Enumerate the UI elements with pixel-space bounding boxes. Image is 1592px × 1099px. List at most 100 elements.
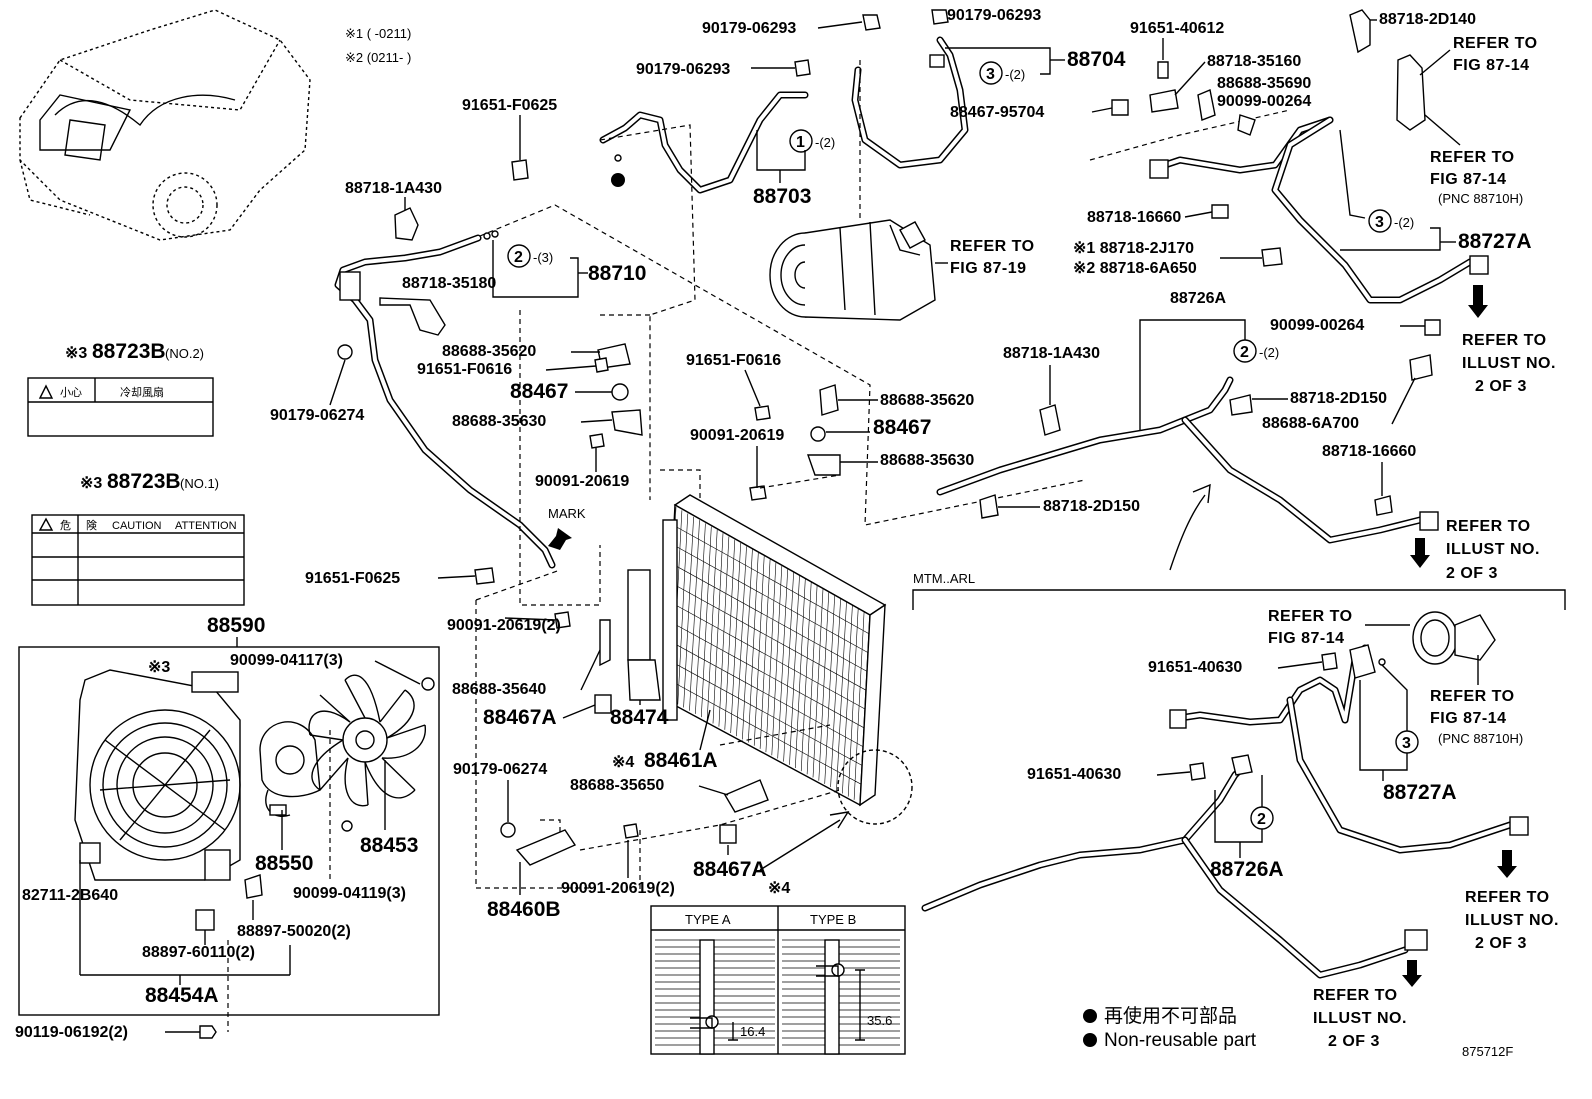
refer-fig-87-19-line2: FIG 87-19: [950, 260, 1027, 277]
hose-88704: [851, 36, 969, 169]
bracket-88688-35690-shape: [1197, 89, 1216, 121]
part-90179-06274-b: 90179-06274: [453, 761, 547, 778]
non-reusable-dot-icon-2: [1083, 1033, 1097, 1047]
part-88467a-a: 88467A: [483, 706, 557, 729]
part-90099-04119: 90099-04119(3): [293, 885, 406, 902]
assembly-dash-5: [540, 789, 841, 890]
pipe-88726a-lower: [921, 761, 1428, 979]
note-1: ※1 ( -0211): [345, 26, 411, 41]
part-88723b-no1-suffix: (NO.1): [180, 476, 219, 491]
mark-arrow-icon: [548, 528, 572, 550]
label-caution-jp-2: 冷却風扇: [120, 385, 164, 399]
part-88718-2d150-b: 88718-2D150: [1043, 498, 1140, 515]
refer-illust-b-line3: 2 OF 3: [1446, 565, 1498, 582]
mark-label: MARK: [548, 506, 586, 521]
bracket-88688-35630-b-shape: [807, 454, 841, 476]
part-90179-06293-b: 90179-06293: [947, 7, 1041, 24]
bolt-90099-04117: [421, 677, 435, 691]
bolt-90099-04119: [341, 820, 353, 832]
dim-16-4: 16.4: [740, 1024, 765, 1039]
bolt-90099-00264-a: [1237, 114, 1256, 136]
circle-marker-2b: [1233, 339, 1257, 363]
refer-illust-d-line3: 2 OF 3: [1328, 1033, 1380, 1050]
circle-2c-text: 2: [1257, 811, 1266, 828]
bracket-88688-6a700-shape: [1409, 354, 1433, 381]
part-88550: 88550: [255, 852, 313, 875]
qty-3: -(3): [533, 250, 553, 265]
mark-4-a: ※4: [612, 754, 634, 771]
assembly-dash-6: [660, 469, 831, 746]
part-88723b-no1: 88723B: [107, 470, 181, 493]
part-91651-f0625-a: 91651-F0625: [462, 97, 557, 114]
part-88460b: 88460B: [487, 898, 561, 921]
detail-callout-circle: [837, 749, 913, 825]
part-90091-20619-a: 90091-20619: [535, 473, 629, 490]
part-88688-35620-a: 88688-35620: [442, 343, 536, 360]
fan-motor: [259, 721, 321, 817]
pipe-88727a-lower: [1169, 644, 1529, 854]
part-88688-35630-a: 88688-35630: [452, 413, 546, 430]
bracket-88688-35630-a-shape: [611, 409, 643, 436]
pipe-88727a-upper: [1149, 116, 1489, 304]
mtm-arl-bracket: [912, 589, 1566, 610]
part-82711-2b640-shape: [79, 842, 101, 864]
figure-id: 875712F: [1462, 1044, 1513, 1059]
part-88897-50020: 88897-50020(2): [237, 923, 351, 940]
part-88718-35160: 88718-35160: [1207, 53, 1301, 70]
part-88590: 88590: [207, 614, 265, 637]
label-attention: ATTENTION: [175, 520, 237, 532]
label-88723b-no2: ※3 88723B (NO.2) 小心 冷却風扇: [27, 340, 214, 437]
type-box: ※4 TYPE A TYPE B 16.4 35.6: [650, 880, 906, 1055]
cushion-88467-a: [611, 383, 629, 401]
refer-fig-87-14-c-line1: REFER TO: [1268, 608, 1353, 625]
part-91651-40630-b: 91651-40630: [1027, 766, 1121, 783]
mark-3-b: ※3: [80, 475, 102, 492]
part-88704: 88704: [1067, 48, 1126, 71]
part-88467-95704: 88467-95704: [950, 104, 1044, 121]
assembly-dash-8: [600, 314, 841, 489]
part-91651-f0616-b: 91651-F0616: [686, 352, 781, 369]
qty-2c: -(2): [1259, 345, 1279, 360]
part-88723b-no2: 88723B: [92, 340, 166, 363]
bracket-88688-35650-shape: [723, 779, 769, 813]
legend: 再使用不可部品 Non-reusable part: [1083, 1005, 1257, 1051]
condenser-88461a: [627, 494, 887, 807]
part-90099-04117: 90099-04117(3): [230, 652, 343, 669]
refer-fig-87-14-d-line2: FIG 87-14: [1430, 710, 1507, 727]
mark-3-c: ※3: [148, 659, 170, 676]
part-88688-35620-b: 88688-35620: [880, 392, 974, 409]
bolt-90099-00264-b: [1424, 319, 1441, 336]
part-88688-6a700: 88688-6A700: [1262, 415, 1359, 432]
part-88467-95704-shape: [1111, 99, 1129, 116]
qty-2a: -(2): [1005, 67, 1025, 82]
clamp-88718-35180: [379, 297, 446, 336]
assembly-dash-2: [479, 204, 1086, 526]
circle-1-text: 1: [796, 134, 805, 151]
refer-fig-87-14-b-line1: REFER TO: [1430, 149, 1515, 166]
arrow-to-condenser: [759, 811, 850, 871]
label-caution-jp-3: 危: [60, 519, 71, 532]
bolt-91651-f0616-a: [594, 357, 609, 373]
bolt-90091-20619-2b: [623, 823, 639, 839]
part-88723b-no2-suffix: (NO.2): [165, 346, 204, 361]
label-caution-en: CAUTION: [112, 520, 162, 532]
expansion-block-lower: [1349, 611, 1496, 679]
cushion-88467-b: [810, 426, 826, 442]
clip-88718-2d140: [1349, 9, 1371, 54]
part-88474: 88474: [610, 706, 669, 729]
switch-91651-40630-b: [1189, 762, 1206, 781]
bolt-91651-f0625-a: [511, 159, 529, 181]
clamp-88718-35160: [1149, 89, 1179, 113]
part-88727a-a: 88727A: [1458, 230, 1532, 253]
circle-marker-2a: [507, 244, 531, 268]
refer-illust-b-line1: REFER TO: [1446, 518, 1531, 535]
part-90179-06293-a: 90179-06293: [702, 20, 796, 37]
circle-marker-1: [789, 129, 813, 153]
qty-2b: -(2): [1394, 215, 1414, 230]
part-88718-35180: 88718-35180: [402, 275, 496, 292]
bolt-90091-20619-b: [749, 485, 767, 501]
note-2: ※2 (0211- ): [345, 50, 411, 65]
nut-90179-06293-a: [862, 14, 881, 31]
nut-90179-06274-b: [500, 822, 516, 838]
